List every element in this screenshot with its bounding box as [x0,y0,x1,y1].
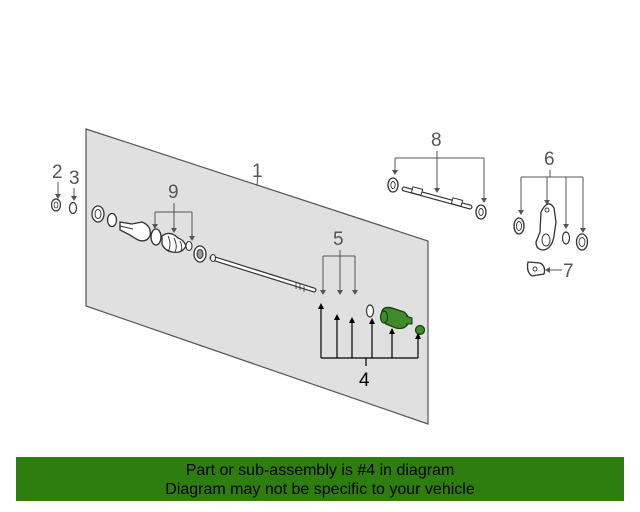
part-7-clip [526,261,546,277]
part-ring-a [91,205,105,223]
part-9-clamp-a [150,228,162,246]
callout-7[interactable]: 7 [563,261,574,282]
callout-3[interactable]: 3 [69,168,80,189]
part-ring-b [106,212,118,228]
part-outer-joint [119,221,151,242]
part-8-washer-a [387,177,399,193]
assembly-panel [85,128,429,425]
part-6-seal-c [575,233,589,251]
callout-5[interactable]: 5 [333,229,344,250]
part-9-clamp-b [185,240,193,252]
callout-4[interactable]: 4 [359,370,370,391]
part-shaft [209,254,317,293]
callout-6[interactable]: 6 [544,149,555,170]
callout-8[interactable]: 8 [431,130,442,151]
banner-line-1: Part or sub-assembly is #4 in diagram [185,462,455,479]
callout-9[interactable]: 9 [168,182,179,203]
part-8-half-shaft [401,186,473,210]
banner-line-2: Diagram may not be specific to your vehi… [165,481,475,498]
part-8-washer-b [475,204,487,220]
part-4-nut [414,324,426,336]
arrowhead-2 [55,194,61,199]
part-6-bearing-bracket [535,203,557,251]
part-3-clip [68,201,78,215]
part-6-seal-b [561,231,571,245]
part-4-inner-joint [379,306,413,330]
callout-2[interactable]: 2 [52,162,63,183]
arrowhead-3 [71,196,77,201]
part-6-seal-a [513,217,525,235]
callout-1[interactable]: 1 [252,161,263,182]
part-4-ring [365,304,375,318]
leader-1 [256,171,259,187]
info-banner: Part or sub-assembly is #4 in diagram Di… [16,457,624,501]
part-2-washer [50,198,62,212]
